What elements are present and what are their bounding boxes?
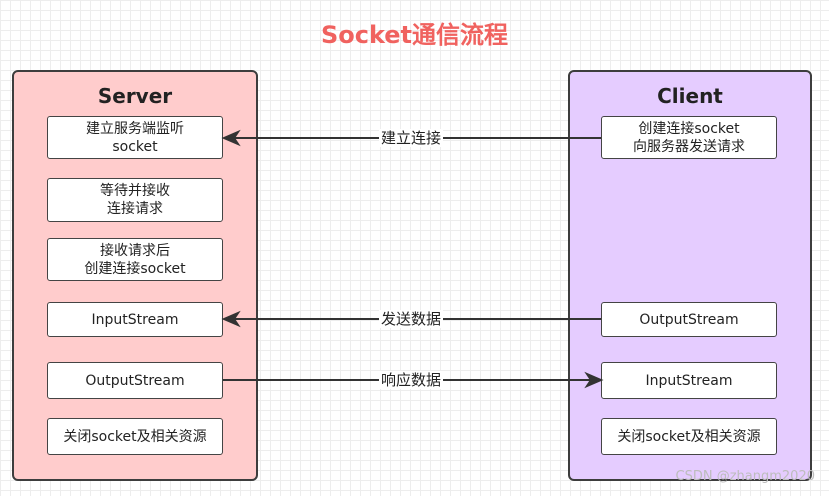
edge-label-connect: 建立连接 <box>379 129 444 147</box>
client-step-inputstream: InputStream <box>601 362 777 399</box>
arrow-response-data-head <box>584 371 604 389</box>
watermark: CSDN @zhangm2020 <box>675 469 815 484</box>
server-step-listen: 建立服务端监听 socket <box>47 116 223 159</box>
arrow-connect-head <box>221 129 241 147</box>
client-step-close: 关闭socket及相关资源 <box>601 418 777 455</box>
server-step-accept: 等待并接收 连接请求 <box>47 178 223 222</box>
server-step-create-socket: 接收请求后 创建连接socket <box>47 238 223 281</box>
client-step-connect: 创建连接socket 向服务器发送请求 <box>601 116 777 159</box>
client-lane-title: Client <box>657 84 723 108</box>
diagram-title: Socket通信流程 <box>320 21 509 49</box>
server-step-inputstream: InputStream <box>47 302 223 337</box>
server-step-close: 关闭socket及相关资源 <box>47 418 223 455</box>
server-lane-title: Server <box>97 84 173 108</box>
client-step-outputstream: OutputStream <box>601 302 777 337</box>
server-step-outputstream: OutputStream <box>47 362 223 399</box>
arrow-send-data-head <box>221 310 241 328</box>
edge-label-response-data: 响应数据 <box>379 371 444 389</box>
edge-label-send-data: 发送数据 <box>379 310 444 328</box>
